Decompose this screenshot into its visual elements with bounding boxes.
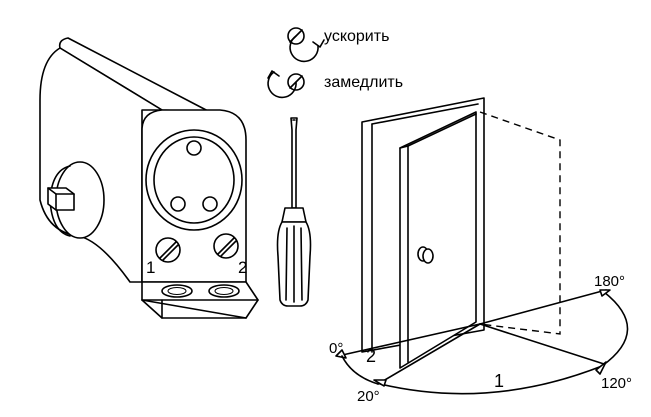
cover-hole-right	[202, 196, 218, 212]
screwdriver-icon	[276, 117, 312, 307]
zone-2-label: 2	[366, 346, 376, 366]
cover-hole-top	[186, 140, 202, 156]
door-knob-icon	[417, 246, 434, 264]
mounting-hole-right	[208, 284, 240, 298]
door-assembly	[335, 97, 629, 395]
cover-hole-left	[170, 196, 186, 212]
door-leaf	[399, 111, 477, 369]
legend: ускорить замедлить	[267, 27, 403, 99]
adjustment-screw-1	[155, 237, 181, 263]
angle-0-label: 0°	[329, 340, 343, 357]
door-frame	[361, 97, 485, 353]
front-cover-plate	[145, 129, 243, 231]
angle-120-label: 120°	[601, 375, 632, 392]
door-closer: 1 2	[39, 37, 259, 319]
pinion-shaft	[47, 187, 75, 211]
door-closed-position	[479, 111, 561, 335]
screw-2-label: 2	[238, 258, 247, 277]
speed-up-label: ускорить	[324, 28, 389, 45]
slow-down-label: замедлить	[324, 74, 403, 91]
mounting-hole-left	[161, 284, 193, 298]
rotate-clockwise-icon	[287, 27, 325, 63]
zone-1-label: 1	[494, 371, 504, 391]
angle-180-label: 180°	[594, 273, 625, 290]
rotate-counterclockwise-icon	[267, 70, 305, 99]
screw-1-label: 1	[146, 258, 155, 277]
angle-20-label: 20°	[357, 388, 380, 405]
swing-arc	[379, 291, 629, 395]
adjustment-screw-2	[213, 233, 239, 259]
